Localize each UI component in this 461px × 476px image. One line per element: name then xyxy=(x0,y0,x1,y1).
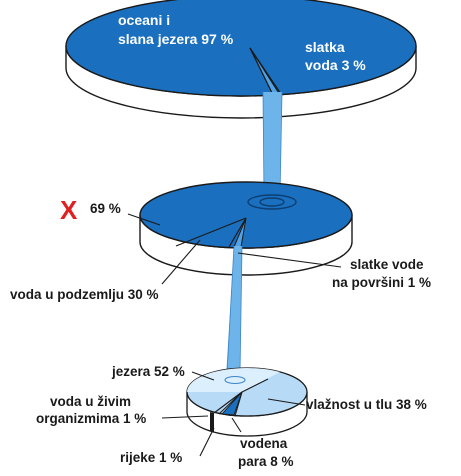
middle-disk-face xyxy=(139,181,353,249)
bottom-divider-4 xyxy=(241,378,269,393)
stream-top-middle xyxy=(262,91,283,200)
label-organisms-line1: voda u živim xyxy=(50,394,131,409)
middle-divider-1 xyxy=(175,217,247,247)
label-surface-line2: na površini 1 % xyxy=(332,275,431,290)
label-ocean-line2: slana jezera 97 % xyxy=(118,31,234,47)
stream-middle-bottom xyxy=(226,245,243,377)
leader-lines xyxy=(127,213,342,457)
organisms-side-slice xyxy=(210,412,214,432)
label-rivers: rijeke 1 % xyxy=(120,450,182,465)
bottom-ripple xyxy=(224,375,246,385)
label-groundwater: voda u podzemlju 30 % xyxy=(10,287,159,302)
label-organisms-line2: organizmima 1 % xyxy=(36,411,146,426)
x-mark: X xyxy=(60,195,78,225)
label-fresh-line1: slatka xyxy=(305,39,345,55)
middle-ripple-outer xyxy=(247,194,297,210)
middle-divider-2 xyxy=(228,217,247,248)
stream-middle-bottom-shape xyxy=(226,246,242,377)
stream-top-middle-shape xyxy=(263,92,282,200)
label-surface-line1: slatke vode xyxy=(350,257,424,272)
middle-disk xyxy=(139,181,353,276)
top-disk-face xyxy=(65,0,417,97)
leader-soil xyxy=(267,398,306,406)
top-divider-1 xyxy=(249,47,274,96)
bottom-divider-1 xyxy=(213,391,243,414)
label-vapor-line1: vodena xyxy=(240,436,288,451)
top-divider-2 xyxy=(249,47,282,95)
lakes-segment xyxy=(187,368,280,392)
leader-rivers xyxy=(199,427,215,457)
label-69-percent: 69 % xyxy=(90,201,121,216)
leader-vapor xyxy=(231,417,242,433)
leader-organisms xyxy=(161,415,209,419)
leader-groundwater xyxy=(161,239,201,285)
leader-lakes xyxy=(191,371,215,381)
label-soil-moisture: vlažnost u tlu 38 % xyxy=(306,397,427,412)
leader-surface xyxy=(237,252,342,268)
label-vapor-line2: para 8 % xyxy=(238,454,294,469)
bottom-divider-3 xyxy=(234,391,243,417)
bottom-divider-2 xyxy=(218,391,243,415)
leader-69 xyxy=(127,213,161,226)
label-ocean-line1: oceani i xyxy=(118,12,170,28)
middle-ripple-inner xyxy=(259,197,285,207)
top-disk xyxy=(65,0,417,119)
label-lakes: jezera 52 % xyxy=(111,364,185,379)
label-fresh-line2: voda 3 % xyxy=(305,57,366,73)
vapor-wedge xyxy=(221,391,243,416)
